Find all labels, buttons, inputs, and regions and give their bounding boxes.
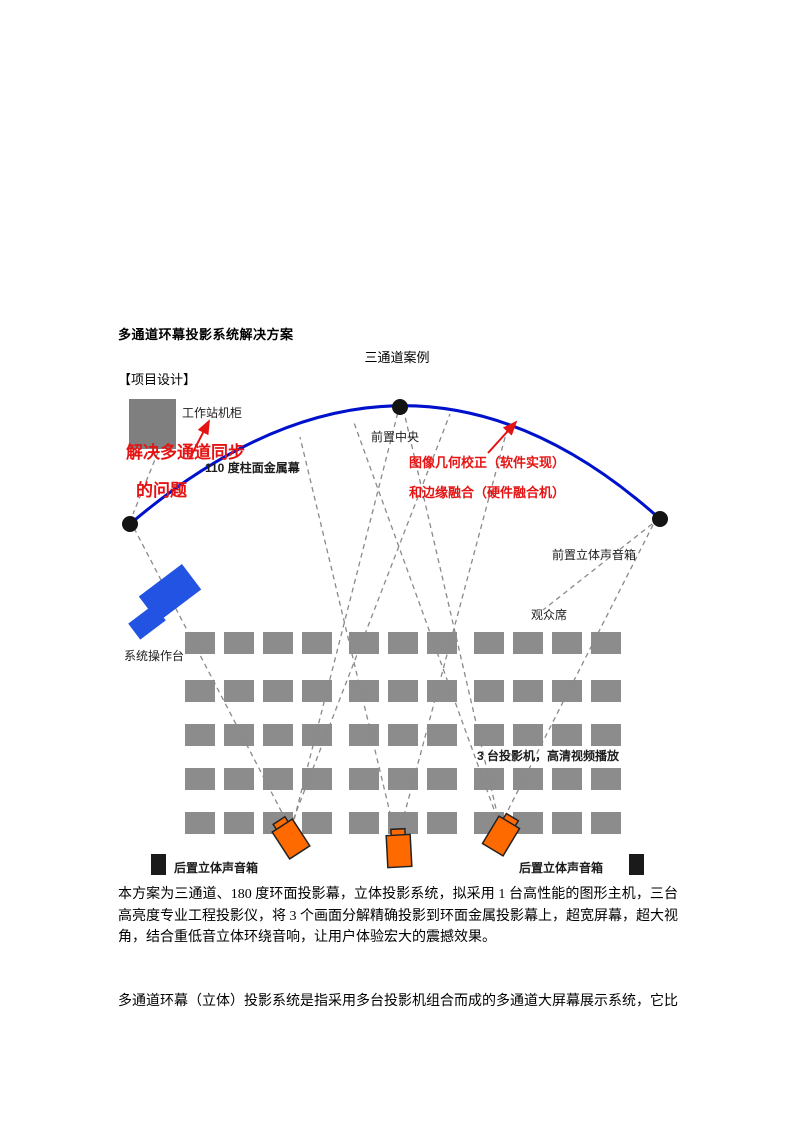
rear-speaker-left-label: 后置立体声音箱 — [174, 861, 259, 875]
audience-seat — [263, 812, 293, 834]
audience-seat — [302, 768, 332, 790]
audience-seat — [263, 632, 293, 654]
audience-seat — [349, 632, 379, 654]
audience-seat — [224, 768, 254, 790]
diagram-caption: 三通道案例 — [364, 350, 430, 365]
audience-seat — [591, 812, 621, 834]
audience-seat — [349, 812, 379, 834]
audience-seat — [388, 768, 418, 790]
audience-seat — [302, 724, 332, 746]
audience-seat — [349, 724, 379, 746]
body-paragraph-1: 本方案为三通道、180 度环面投影幕，立体投影系统，拟采用 1 台高性能的图形主… — [118, 887, 678, 945]
audience-seat — [474, 632, 504, 654]
audience-seat — [224, 812, 254, 834]
projector-note-label: 3 台投影机，高清视频播放 — [477, 749, 620, 763]
front-speaker-label: 前置立体声音箱 — [552, 548, 637, 562]
audience-seat — [263, 768, 293, 790]
audience-seat — [591, 768, 621, 790]
audience-seat — [388, 812, 418, 834]
console-label: 系统操作台 — [124, 649, 185, 663]
audience-seat — [552, 680, 582, 702]
audience-seat — [427, 724, 457, 746]
audience-seat — [513, 680, 543, 702]
audience-label: 观众席 — [531, 608, 568, 622]
audience-seat — [388, 680, 418, 702]
rear-speaker-right-label: 后置立体声音箱 — [519, 861, 604, 875]
sync-annotation-line1: 解决多通道同步 — [126, 443, 245, 462]
audience-seat — [427, 812, 457, 834]
correction-annotation-line1: 图像几何校正（软件实现） — [409, 455, 566, 470]
audience-seat — [349, 768, 379, 790]
audience-seat — [224, 632, 254, 654]
audience-seat — [552, 812, 582, 834]
audience-seat — [474, 812, 504, 834]
audience-seat — [591, 632, 621, 654]
audience-seat — [185, 768, 215, 790]
audience-seat — [224, 680, 254, 702]
audience-seat — [513, 812, 543, 834]
audience-seat — [388, 632, 418, 654]
page-title: 多通道环幕投影系统解决方案 — [118, 327, 294, 342]
audience-seat — [513, 724, 543, 746]
audience-seat — [388, 724, 418, 746]
audience-seat — [427, 768, 457, 790]
audience-seat — [474, 768, 504, 790]
body-paragraph-2: 多通道环幕（立体）投影系统是指采用多台投影机组合而成的多通道大屏幕展示系统，它比 — [118, 994, 678, 1009]
audience-seat — [513, 768, 543, 790]
audience-seat — [591, 680, 621, 702]
workstation-label: 工作站机柜 — [182, 406, 243, 420]
correction-annotation-line2: 和边缘融合（硬件融合机） — [409, 485, 566, 500]
audience-seat — [552, 724, 582, 746]
audience-seat — [302, 812, 332, 834]
audience-seat — [513, 632, 543, 654]
audience-seat — [591, 724, 621, 746]
audience-seat — [185, 632, 215, 654]
audience-seat — [302, 680, 332, 702]
front-center-label: 前置中央 — [371, 430, 420, 444]
audience-seat — [263, 680, 293, 702]
audience-seat — [474, 680, 504, 702]
audience-seat — [263, 724, 293, 746]
sync-annotation-line2: 的问题 — [136, 481, 187, 500]
audience-seat — [302, 632, 332, 654]
audience-seat — [185, 812, 215, 834]
audience-seat — [185, 680, 215, 702]
audience-seat — [349, 680, 379, 702]
audience-seat — [427, 632, 457, 654]
audience-seat — [427, 680, 457, 702]
audience-seat — [552, 768, 582, 790]
audience-seat — [224, 724, 254, 746]
audience-seat — [474, 724, 504, 746]
audience-seat — [185, 724, 215, 746]
section-heading: 【项目设计】 — [118, 372, 197, 387]
audience-seat — [552, 632, 582, 654]
